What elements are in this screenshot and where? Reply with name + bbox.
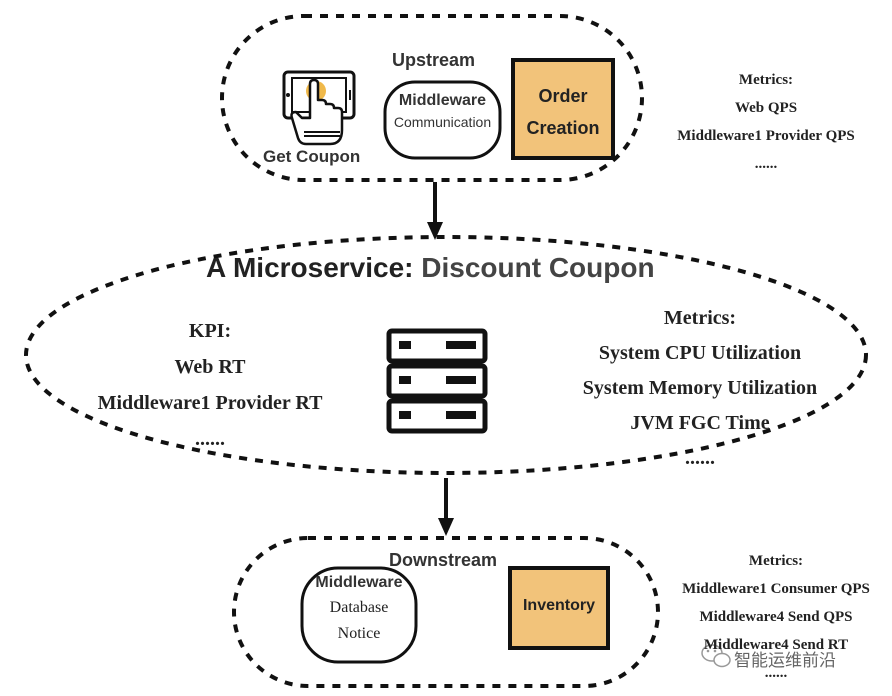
arrow-upstream-to-microservice	[427, 182, 443, 240]
kpi-item: ......	[195, 428, 225, 450]
order-creation-line2: Creation	[526, 118, 600, 138]
upstream-metrics: Metrics: Web QPS Middleware1 Provider QP…	[648, 66, 884, 178]
kpi-item: Web RT	[174, 356, 246, 378]
phone-tap-icon	[282, 70, 356, 146]
upstream-middleware-box	[383, 80, 502, 160]
order-creation-line1: Order	[538, 86, 588, 106]
kpi-title: KPI:	[188, 320, 232, 342]
microservice-metric-item: System CPU Utilization	[598, 342, 802, 364]
downstream-middleware-line2: Notice	[337, 625, 381, 642]
downstream-region	[232, 536, 660, 688]
microservice-metrics-title: Metrics:	[663, 307, 737, 329]
downstream-middleware-line1: Database	[329, 599, 389, 616]
server-icon	[386, 328, 488, 434]
inventory-label: Inventory	[522, 597, 595, 614]
upstream-metric-item: ......	[754, 156, 778, 172]
upstream-title: Upstream	[392, 50, 476, 70]
upstream-middleware-subtitle: Communication	[393, 114, 492, 130]
get-coupon-label: Get Coupon	[263, 147, 361, 166]
upstream-region	[220, 14, 644, 182]
downstream-metrics-title: Metrics:	[748, 553, 804, 569]
upstream-metric-item: Web QPS	[734, 100, 798, 116]
downstream-metric-item: Middleware4 Send RT	[703, 637, 849, 653]
downstream-title: Downstream	[389, 550, 498, 570]
microservice-title-prefix: A Microservice:	[206, 252, 422, 283]
downstream-metric-item: ......	[764, 665, 788, 681]
microservice-metric-item: JVM FGC Time	[630, 412, 770, 434]
upstream-middleware-title: Middleware	[398, 92, 487, 109]
microservice-title: A Microservice: Discount Coupon	[206, 252, 655, 284]
arrow-microservice-to-downstream	[438, 478, 454, 536]
downstream-middleware-title: Middleware	[315, 574, 403, 591]
inventory-box	[508, 566, 610, 650]
upstream-metric-item: Middleware1 Provider QPS	[677, 128, 855, 144]
order-creation-label: Order Creation	[513, 80, 613, 144]
downstream-metrics: Metrics: Middleware1 Consumer QPS Middle…	[660, 547, 892, 687]
kpi-item: Middleware1 Provider RT	[97, 392, 323, 414]
downstream-middleware-text: Middleware Database Notice	[302, 574, 416, 643]
upstream-middleware-text: Middleware Communication	[385, 92, 500, 130]
kpi-block: KPI: Web RT Middleware1 Provider RT ....…	[80, 313, 340, 457]
microservice-region	[24, 235, 868, 475]
order-creation-box	[511, 58, 615, 160]
downstream-middleware-box	[300, 566, 418, 664]
microservice-metrics: Metrics: System CPU Utilization System M…	[560, 301, 840, 476]
watermark-text: 智能运维前沿	[734, 651, 836, 670]
downstream-metric-item: Middleware4 Send QPS	[699, 609, 853, 625]
upstream-metrics-title: Metrics:	[738, 72, 794, 88]
downstream-metric-item: Middleware1 Consumer QPS	[682, 581, 870, 597]
microservice-metric-item: ......	[685, 447, 715, 469]
wechat-icon	[701, 644, 731, 668]
microservice-title-name: Discount Coupon	[421, 252, 655, 283]
microservice-metric-item: System Memory Utilization	[582, 377, 818, 399]
